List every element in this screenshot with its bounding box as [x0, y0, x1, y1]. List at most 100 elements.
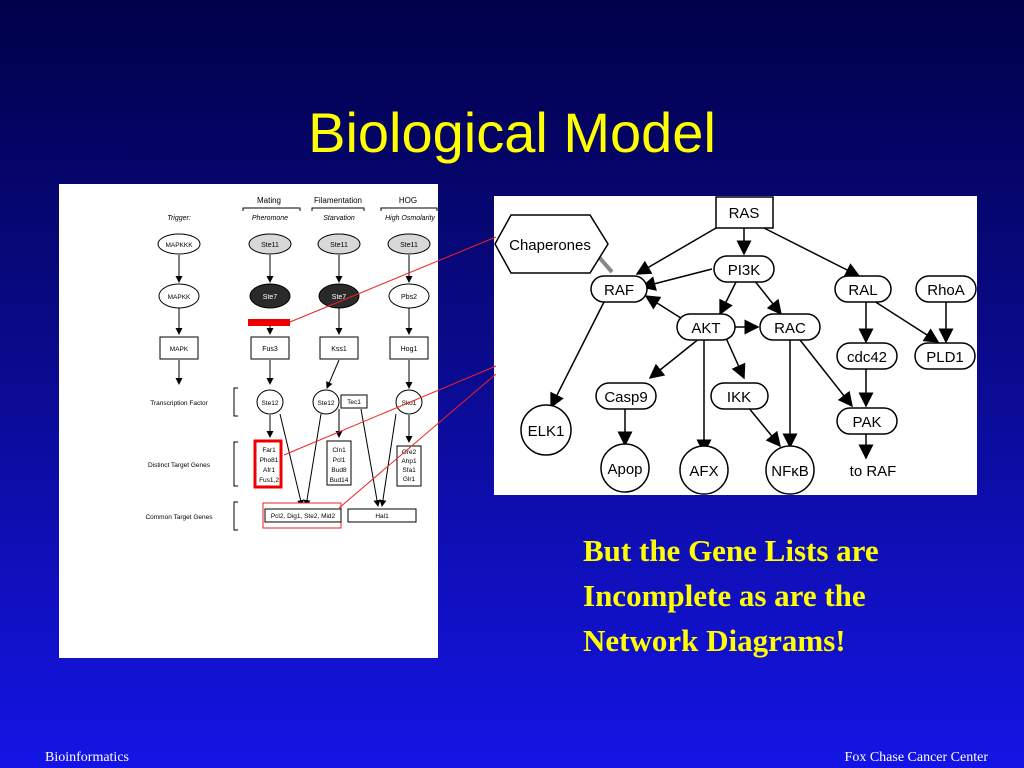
svg-text:Sfa1: Sfa1	[402, 467, 416, 474]
trigger-mating: Pheromone	[252, 215, 288, 222]
svg-text:RAS: RAS	[729, 205, 760, 222]
svg-text:Bud8: Bud8	[331, 467, 347, 474]
svg-text:RAL: RAL	[848, 282, 877, 299]
connector-line	[338, 373, 497, 509]
svg-text:Tec1: Tec1	[347, 399, 361, 406]
svg-text:Bud14: Bud14	[330, 477, 349, 484]
signaling-network-svg: RAS Chaperones PI3K RAF RAL RhoA AKT RAC…	[494, 196, 977, 495]
svg-text:PAK: PAK	[853, 414, 882, 431]
svg-text:Ste7: Ste7	[263, 294, 278, 301]
to-raf-label: to RAF	[850, 463, 897, 480]
svg-text:Ste12: Ste12	[318, 400, 335, 407]
node-kss1	[319, 336, 359, 360]
svg-text:PI3K: PI3K	[728, 262, 761, 279]
svg-text:Far1: Far1	[262, 447, 276, 454]
svg-text:MAPK: MAPK	[170, 346, 189, 353]
trigger-label: Trigger:	[167, 215, 191, 222]
svg-text:Gre2: Gre2	[402, 449, 417, 456]
node-ikk	[710, 382, 769, 410]
node-casp9	[595, 382, 657, 410]
signaling-network-diagram: RAS Chaperones PI3K RAF RAL RhoA AKT RAC…	[494, 196, 977, 495]
node-pak	[836, 407, 898, 435]
svg-text:Casp9: Casp9	[604, 389, 647, 406]
trigger-filamentation: Starvation	[323, 215, 355, 222]
node-hog1	[389, 336, 429, 360]
header-filamentation: Filamentation	[314, 196, 362, 205]
svg-text:Glr1: Glr1	[403, 476, 416, 483]
svg-text:RhoA: RhoA	[927, 282, 965, 299]
node-elk1	[520, 404, 572, 456]
svg-text:Afr1: Afr1	[263, 467, 275, 474]
svg-text:RAF: RAF	[604, 282, 634, 299]
svg-text:Pcl2, Dig1, Ste2, Mid2: Pcl2, Dig1, Ste2, Mid2	[271, 513, 336, 520]
header-hog: HOG	[399, 196, 417, 205]
highlight-bar	[248, 319, 290, 326]
node-cdc42	[836, 342, 898, 370]
row-label-tf: Transcription Factor	[150, 400, 208, 407]
svg-text:Pbs2: Pbs2	[401, 294, 417, 301]
yeast-pathway-diagram: Mating Filamentation HOG Trigger: Pherom…	[59, 184, 438, 658]
connector-line	[283, 365, 497, 456]
svg-text:Hal1: Hal1	[375, 513, 389, 520]
node-mapkkk	[157, 233, 201, 255]
caption-line: Network Diagrams!	[583, 623, 846, 658]
node-ste12-mating	[256, 389, 284, 415]
footer-right: Fox Chase Cancer Center	[844, 750, 988, 765]
svg-text:AFX: AFX	[689, 463, 718, 480]
svg-text:Ste11: Ste11	[261, 242, 279, 249]
trigger-hog: High Osmolarity	[385, 215, 435, 222]
caption-line: Incomplete as are the	[583, 578, 866, 613]
svg-text:PLD1: PLD1	[926, 349, 964, 366]
caption: But the Gene Lists are Incomplete as are…	[583, 528, 1003, 663]
header-mating: Mating	[257, 196, 281, 205]
svg-text:Pcl1: Pcl1	[333, 457, 346, 464]
node-rac	[759, 313, 821, 341]
svg-text:cdc42: cdc42	[847, 349, 887, 366]
node-ste11-filamentation	[317, 233, 361, 255]
svg-text:Fus3: Fus3	[262, 346, 278, 353]
node-afx	[679, 445, 729, 495]
caption-line: But the Gene Lists are	[583, 533, 879, 568]
node-ste7-mating	[249, 283, 291, 309]
svg-text:MAPKKK: MAPKKK	[165, 242, 193, 249]
node-apop	[600, 443, 650, 493]
svg-text:Pho81: Pho81	[260, 457, 279, 464]
node-pi3k	[713, 255, 775, 283]
node-pld1	[914, 342, 976, 370]
svg-text:Ahp1: Ahp1	[401, 458, 417, 465]
svg-text:Ste12: Ste12	[262, 400, 279, 407]
yeast-pathway-svg: Mating Filamentation HOG Trigger: Pherom…	[145, 196, 438, 531]
targets-filamentation-box	[326, 440, 352, 486]
node-mapk	[159, 336, 199, 360]
svg-text:IKK: IKK	[727, 389, 751, 406]
svg-text:Apop: Apop	[607, 461, 642, 478]
svg-text:Ste7: Ste7	[332, 294, 347, 301]
row-label-distinct: Distinct Target Genes	[148, 462, 211, 469]
node-ste12-filamentation	[312, 389, 340, 415]
node-tec1	[340, 394, 368, 409]
svg-text:Ste11: Ste11	[400, 242, 418, 249]
node-ste11-hog	[387, 233, 431, 255]
svg-text:Kss1: Kss1	[331, 346, 347, 353]
svg-text:Ste11: Ste11	[330, 242, 348, 249]
node-fus3	[250, 336, 290, 360]
row-label-common: Common Target Genes	[145, 514, 213, 521]
node-akt	[676, 313, 736, 341]
node-ste11-mating	[248, 233, 292, 255]
node-nfkb	[765, 445, 815, 495]
targets-hog-box	[396, 445, 422, 487]
slide-title: Biological Model	[308, 101, 716, 164]
svg-text:Chaperones: Chaperones	[509, 237, 591, 254]
svg-text:Hog1: Hog1	[401, 346, 418, 353]
connector-line	[289, 236, 497, 323]
common-targets-box-2	[347, 508, 417, 523]
node-ral	[834, 275, 892, 303]
svg-text:RAC: RAC	[774, 320, 806, 337]
footer-left: Bioinformatics	[45, 750, 129, 765]
svg-text:MAPKK: MAPKK	[168, 294, 191, 301]
svg-text:Fus1,2: Fus1,2	[259, 477, 279, 484]
node-raf	[590, 275, 648, 303]
node-chaperones	[494, 214, 609, 274]
node-ras	[715, 196, 774, 229]
